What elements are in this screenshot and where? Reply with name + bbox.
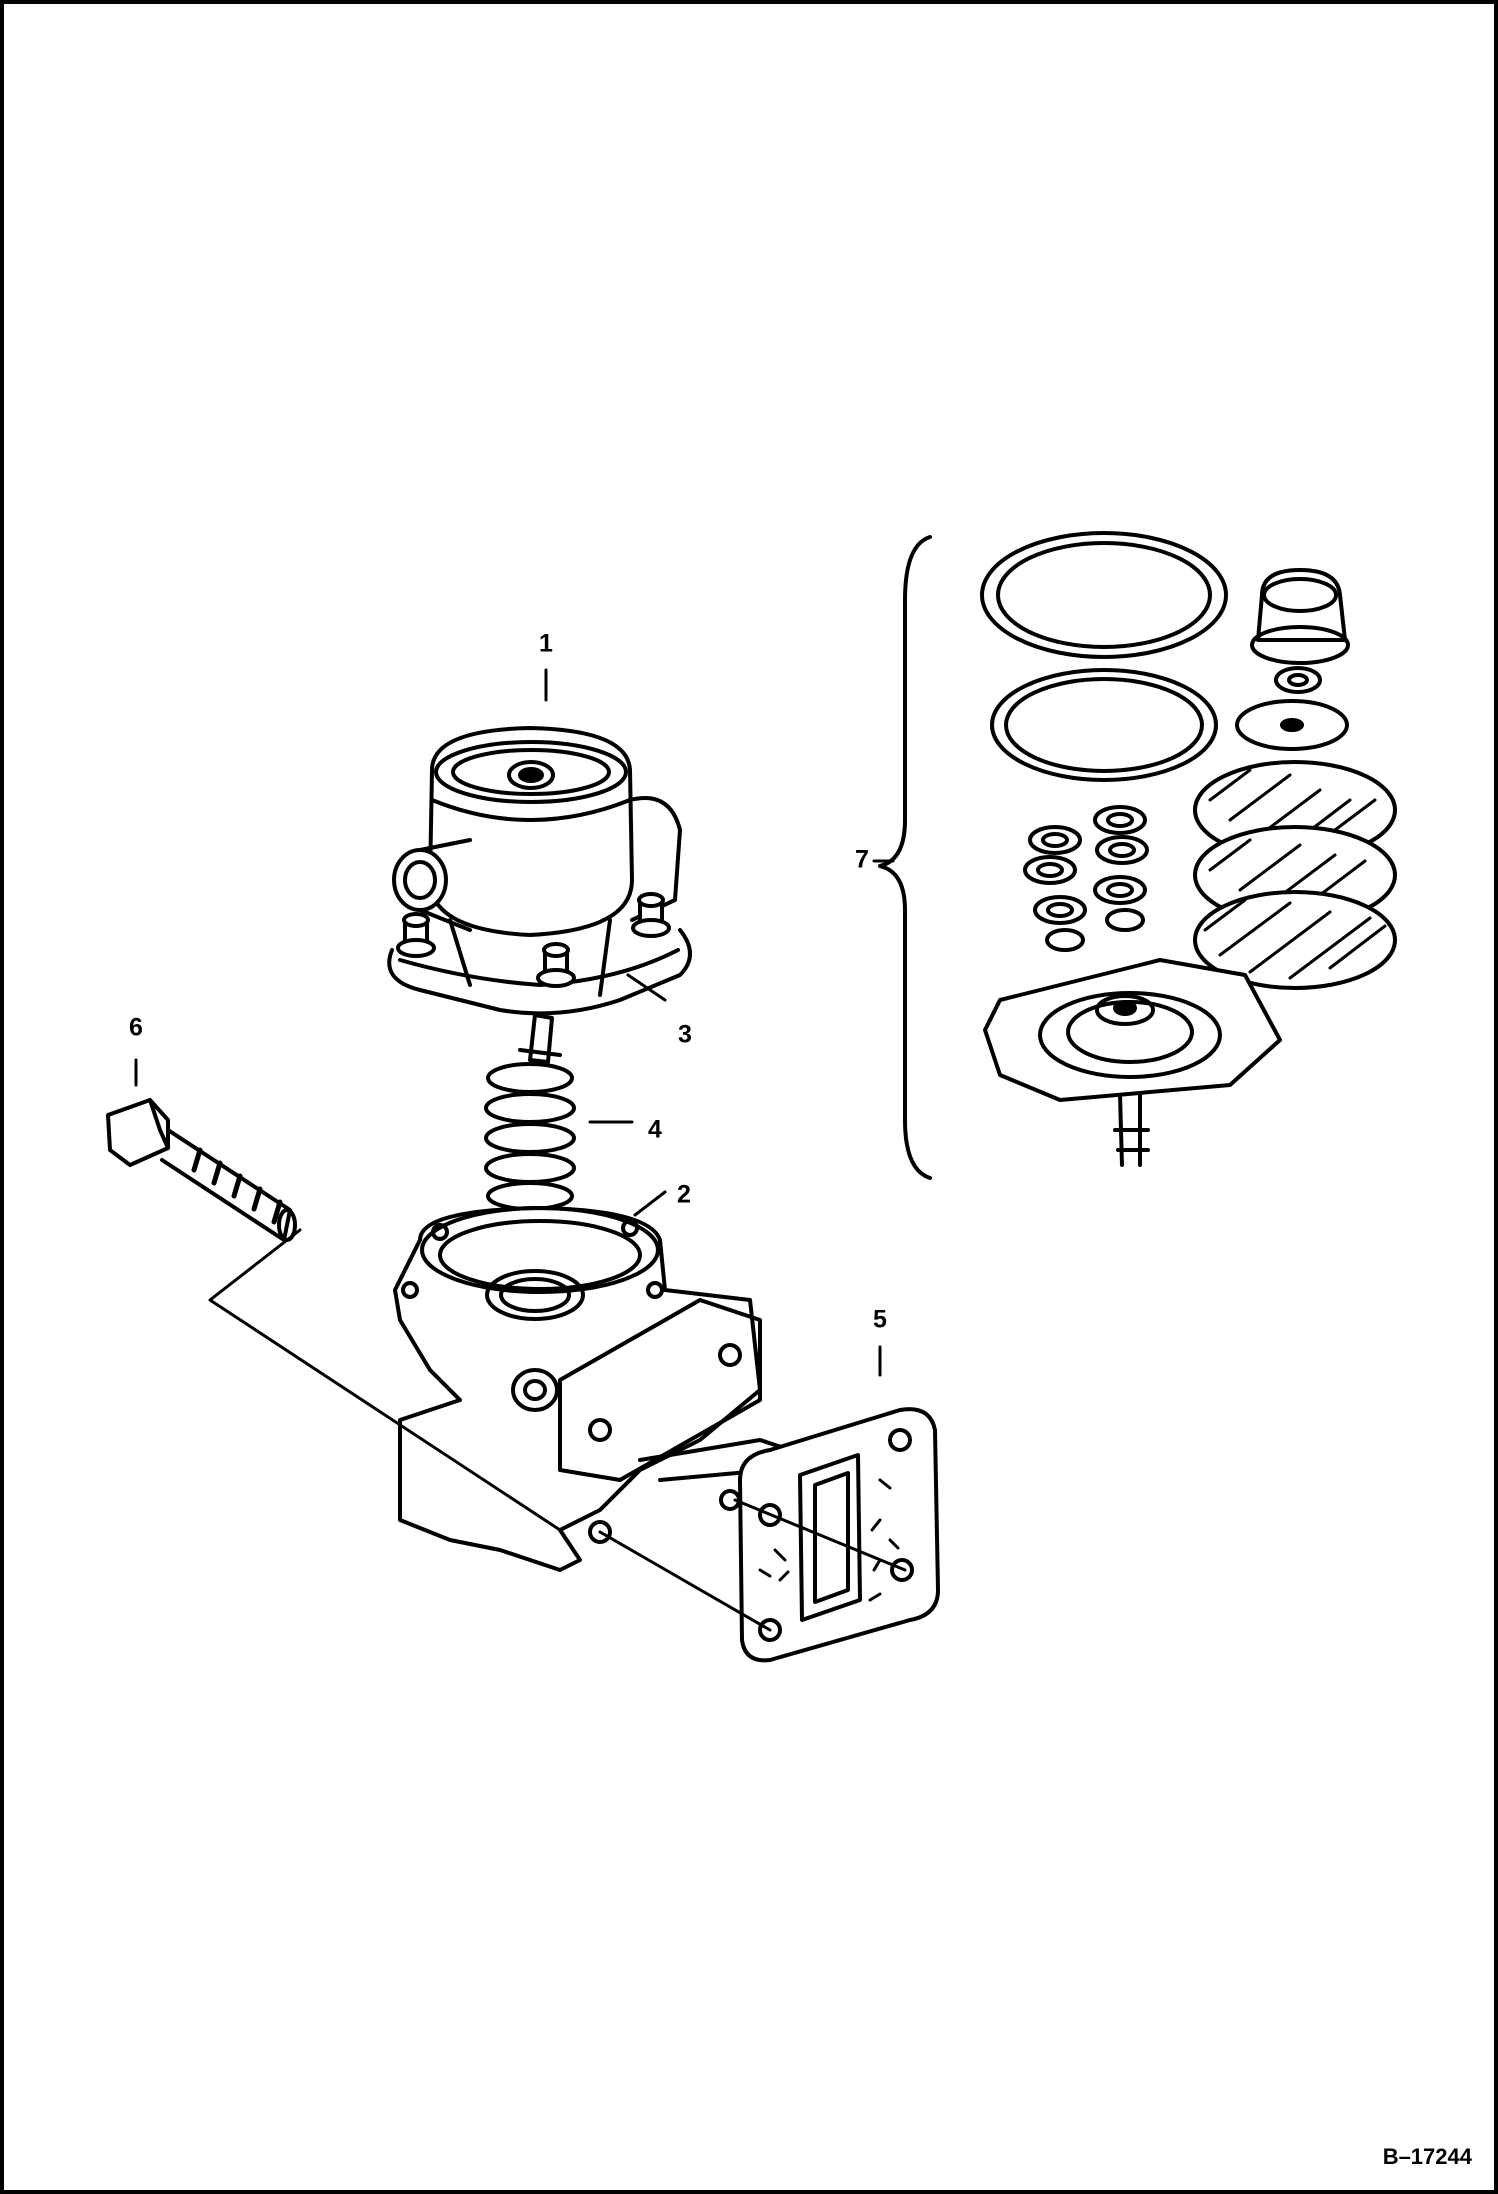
pump-body-part-2 [393, 1206, 792, 1572]
repair-kit-part-7 [878, 531, 1397, 1180]
bolt-part-6 [106, 1098, 297, 1242]
callout-6: 6 [129, 1013, 143, 1042]
callout-leaders [134, 668, 895, 1377]
callout-3: 3 [678, 1020, 692, 1049]
diaphragm-rod [518, 1013, 562, 1064]
pump-cover-part-1 [387, 726, 692, 1016]
assembly-leader-lines [208, 1228, 907, 1632]
callout-1: 1 [539, 629, 553, 658]
callout-4: 4 [648, 1115, 662, 1144]
callout-7: 7 [855, 845, 869, 874]
spring-part-4 [484, 1062, 576, 1211]
callout-5: 5 [873, 1305, 887, 1334]
kit-brace [878, 535, 932, 1180]
callout-2: 2 [677, 1180, 691, 1209]
gasket-part-5 [738, 1407, 940, 1663]
figure-id: B–17244 [1382, 2144, 1472, 2169]
